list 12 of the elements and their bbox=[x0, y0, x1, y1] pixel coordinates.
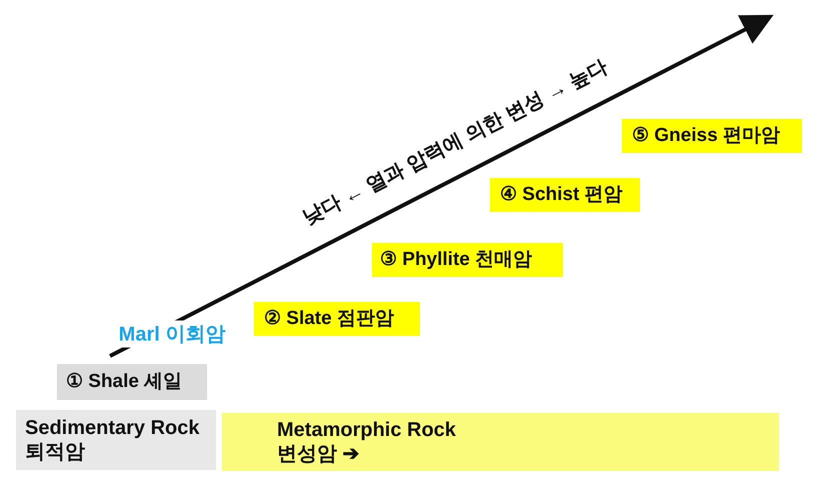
rock-label-box bbox=[57, 364, 207, 400]
rock-name: ⑤ Gneiss 편마암 bbox=[632, 124, 780, 148]
rock-label-box bbox=[490, 178, 640, 212]
rock-name: Sedimentary Rock 퇴적암 bbox=[25, 416, 201, 464]
rock-label-box bbox=[622, 119, 802, 153]
category-box bbox=[222, 413, 779, 471]
rock-name: Metamorphic Rock 변성암 ➔ bbox=[277, 418, 457, 466]
rock-label-box bbox=[372, 243, 563, 277]
rock-name: ③ Phyllite 천매암 bbox=[380, 248, 532, 272]
rock-name: ② Slate 점판암 bbox=[264, 307, 394, 331]
rock-name: ① Shale 셰일 bbox=[66, 370, 182, 394]
rock-label-box bbox=[254, 302, 420, 336]
